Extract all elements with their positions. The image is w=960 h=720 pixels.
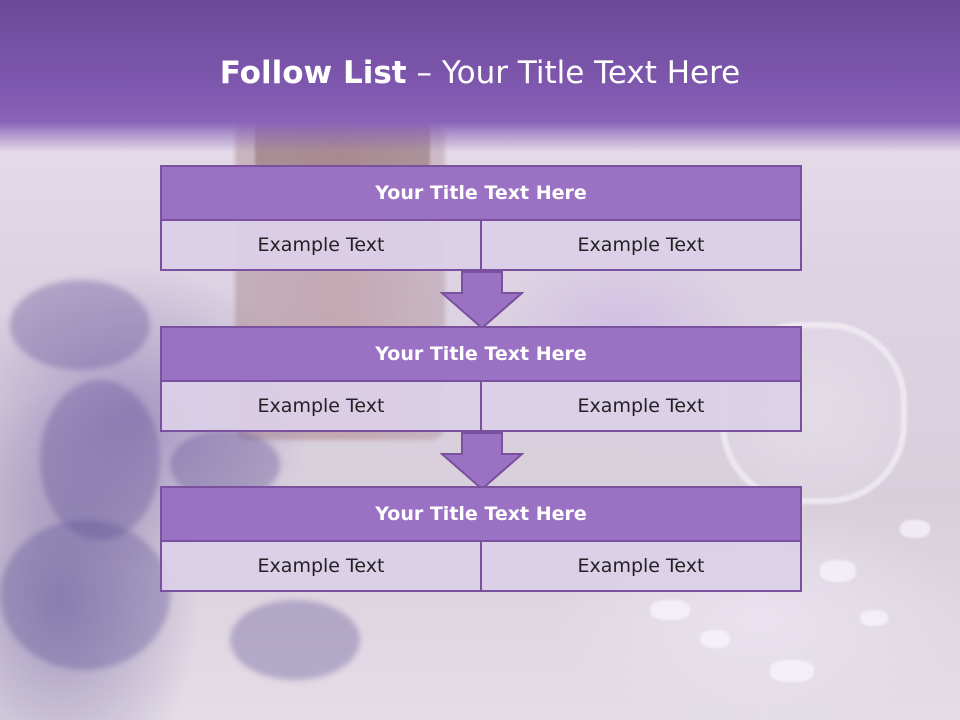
block-cell-right: Example Text [482,382,802,432]
block-cell-left: Example Text [160,542,482,592]
down-arrow-icon [440,432,524,490]
list-block-2: Your Title Text Here Example Text Exampl… [160,326,802,432]
salt-crystal-image [700,630,730,648]
lavender-image [230,600,360,680]
block-cell-right: Example Text [482,542,802,592]
title-strong: Follow List [219,55,407,91]
block-row: Example Text Example Text [160,542,802,592]
salt-crystal-image [900,520,930,538]
block-row: Example Text Example Text [160,221,802,271]
block-cell-left: Example Text [160,382,482,432]
list-block-3: Your Title Text Here Example Text Exampl… [160,486,802,592]
salt-crystal-image [770,660,814,682]
header-band: Follow List – Your Title Text Here [0,0,960,152]
salt-crystal-image [820,560,856,582]
lavender-image [10,280,150,370]
salt-crystal-image [860,610,888,626]
down-arrow-icon [440,271,524,329]
lavender-image [0,520,170,670]
block-title: Your Title Text Here [160,165,802,221]
block-cell-left: Example Text [160,221,482,271]
lavender-image [40,380,160,540]
block-cell-right: Example Text [482,221,802,271]
salt-crystal-image [650,600,690,620]
list-block-1: Your Title Text Here Example Text Exampl… [160,165,802,271]
block-title: Your Title Text Here [160,486,802,542]
block-row: Example Text Example Text [160,382,802,432]
block-title: Your Title Text Here [160,326,802,382]
page-title: Follow List – Your Title Text Here [0,55,960,91]
title-rest: – Your Title Text Here [406,55,741,91]
